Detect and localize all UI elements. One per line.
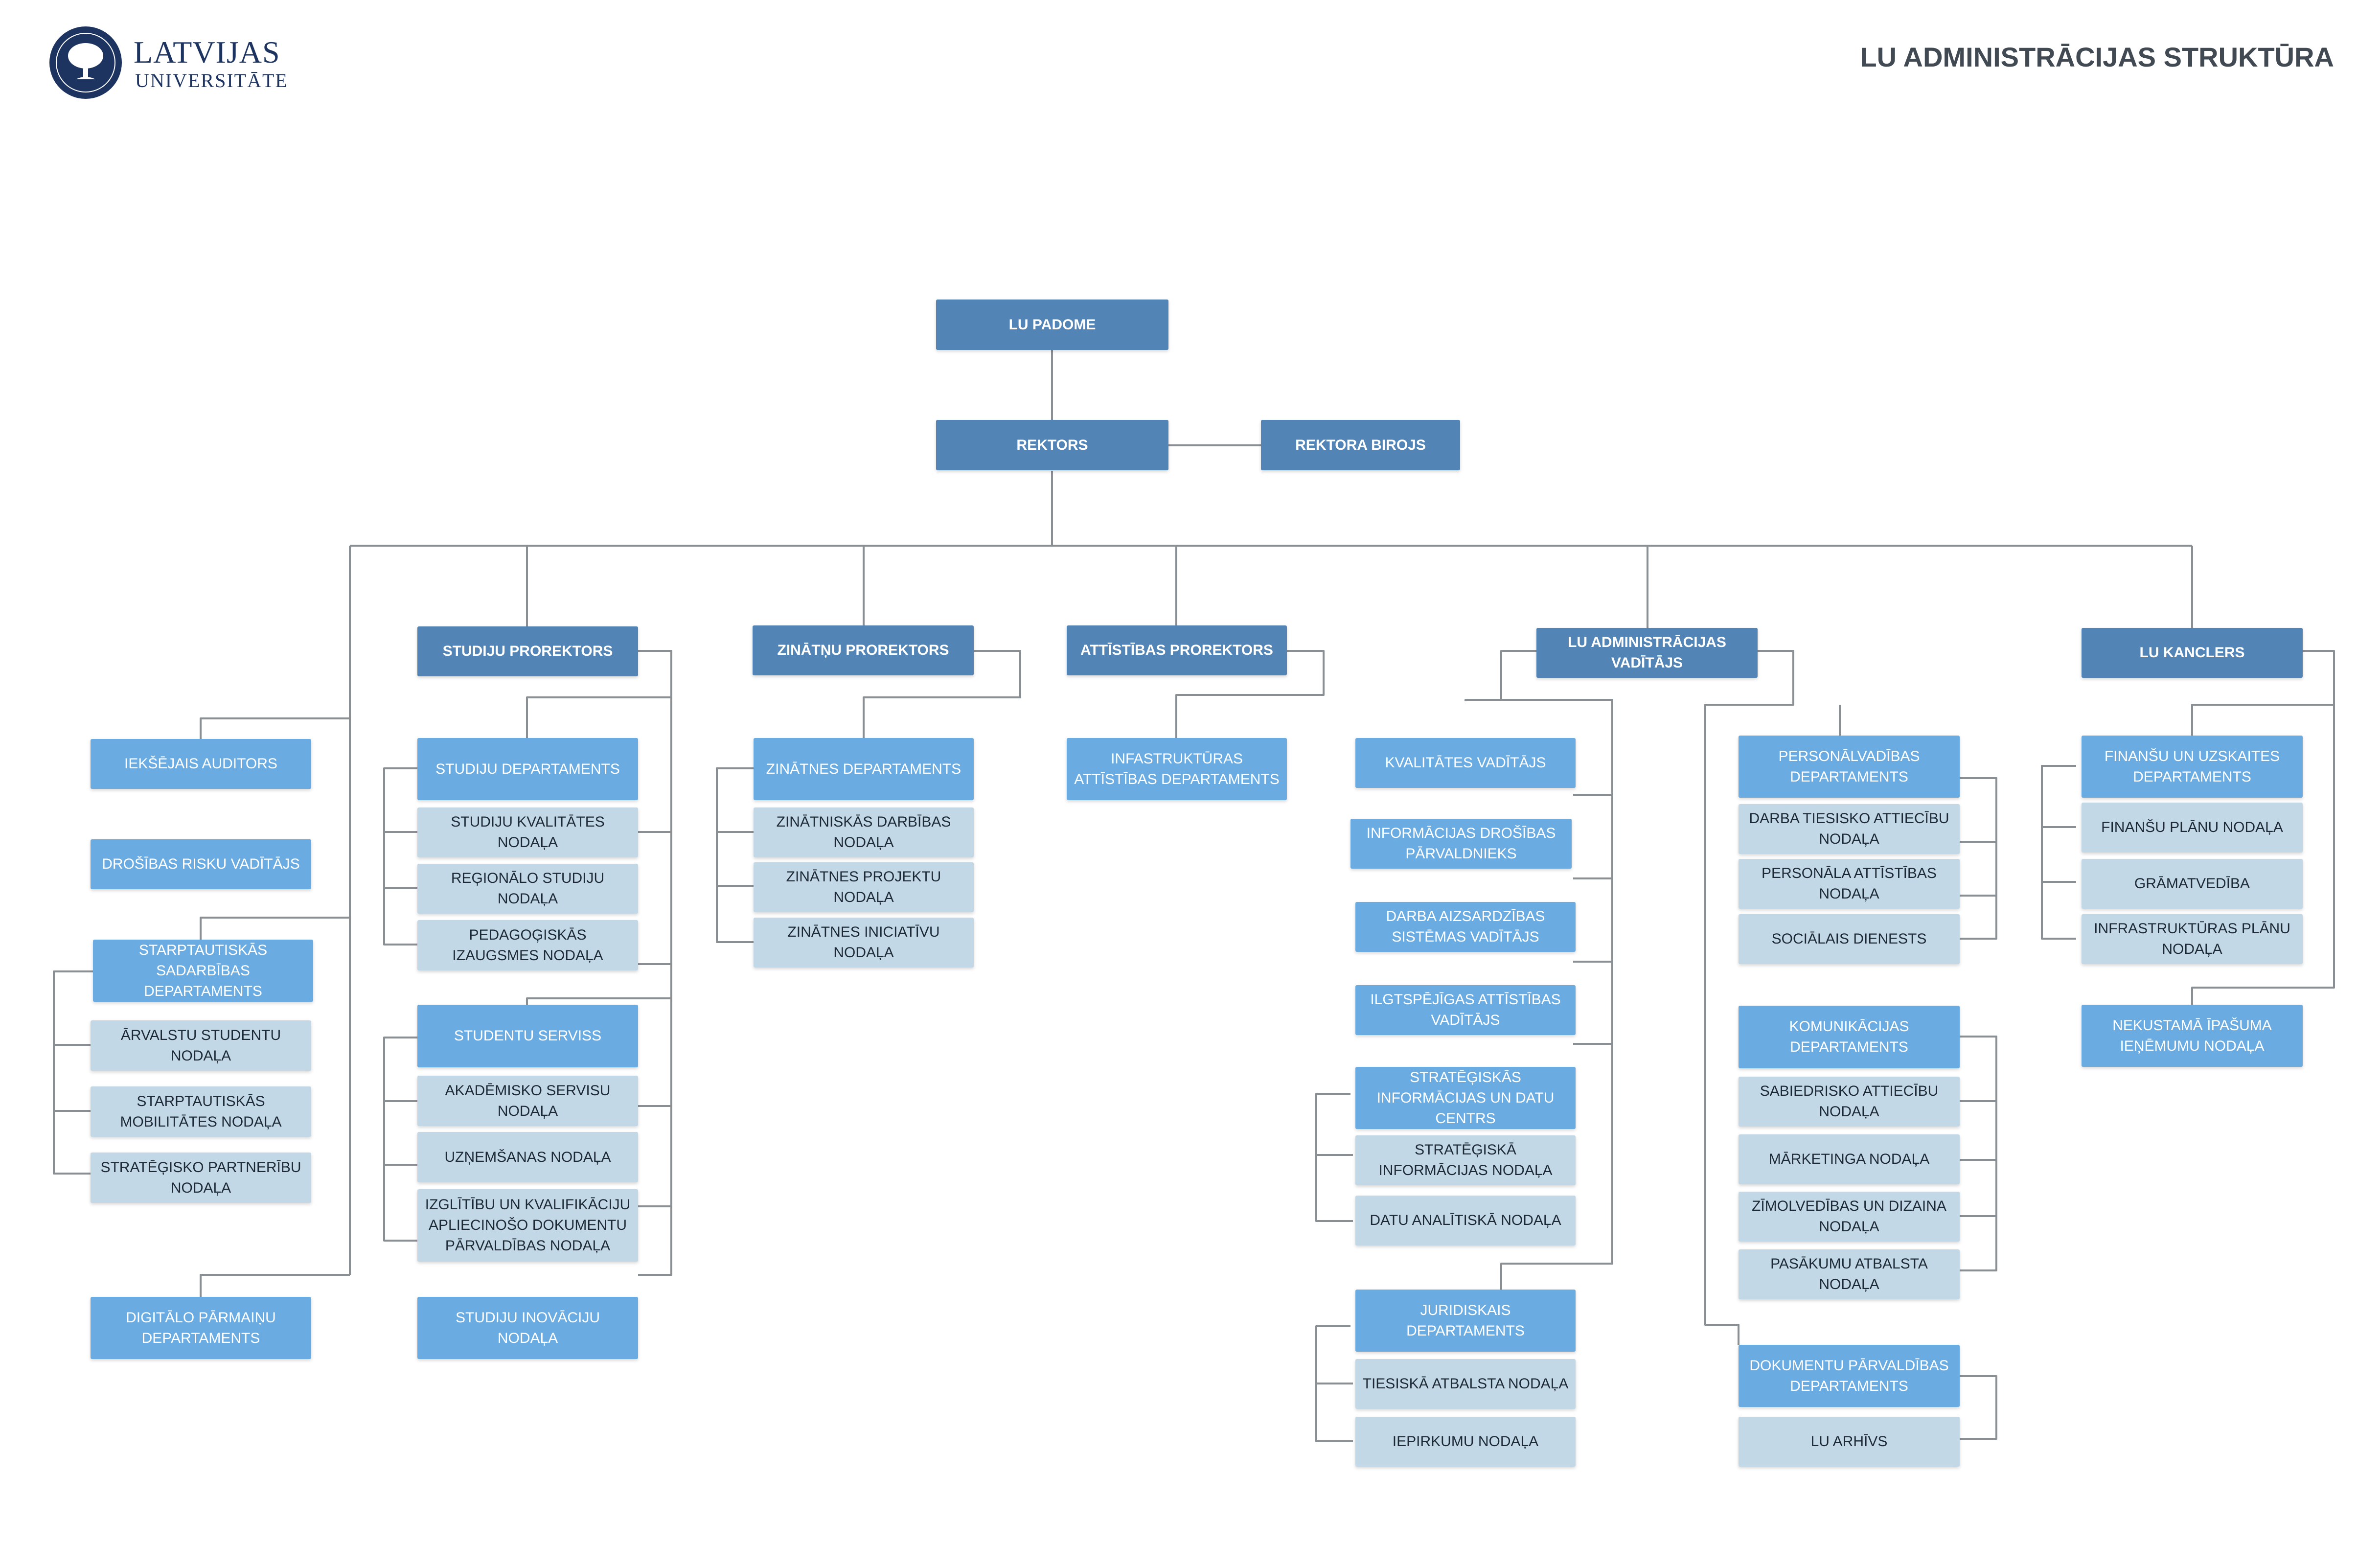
node-lu-kanclers: LU KANCLERS — [2082, 628, 2303, 678]
node-lu-arhivs: LU ARHĪVS — [1739, 1417, 1960, 1467]
node-administracijas-vaditajs: LU ADMINISTRĀCIJAS VADĪTĀJS — [1536, 628, 1758, 678]
node-pedagogiskas-izaugsmes-nodala: PEDAGOĢISKĀS IZAUGSMES NODAĻA — [417, 920, 638, 970]
page-title: LU ADMINISTRĀCIJAS STRUKTŪRA — [1860, 42, 2334, 72]
node-socialais-dienests: SOCIĀLAIS DIENESTS — [1739, 914, 1960, 964]
node-izglitibu-dokumentu-nodala: IZGLĪTĪBU UN KVALIFIKĀCIJU APLIECINOŠO D… — [417, 1189, 638, 1262]
node-infrastrukturas-attistibas-departaments: INFASTRUKTŪRAS ATTĪSTĪBAS DEPARTAMENTS — [1067, 738, 1287, 800]
node-studiju-prorektors: STUDIJU PROREKTORS — [417, 626, 638, 676]
node-juridiskais-departaments: JURIDISKAIS DEPARTAMENTS — [1355, 1290, 1576, 1352]
node-studentu-serviss: STUDENTU SERVISS — [417, 1005, 638, 1067]
node-zinatnu-prorektors: ZINĀTŅU PROREKTORS — [753, 625, 974, 675]
node-darba-tiesisko-attiecibu-nodala: DARBA TIESISKO ATTIECĪBU NODAĻA — [1739, 804, 1960, 854]
node-datu-analitiska-nodala: DATU ANALĪTISKĀ NODAĻA — [1355, 1196, 1576, 1245]
node-kvalitates-vaditajs: KVALITĀTES VADĪTĀJS — [1355, 738, 1576, 788]
node-arvalstu-studentu-nodala: ĀRVALSTU STUDENTU NODAĻA — [91, 1020, 311, 1071]
node-dokumentu-parvaldibas-departaments: DOKUMENTU PĀRVALDĪBAS DEPARTAMENTS — [1739, 1345, 1960, 1407]
node-ieksejais-auditors: IEKŠĒJAIS AUDITORS — [91, 739, 311, 789]
node-personalvadibas-departaments: PERSONĀLVADĪBAS DEPARTAMENTS — [1739, 736, 1960, 798]
node-nekustama-ipasuma-ienemumu-nodala: NEKUSTAMĀ ĪPAŠUMA IEŅĒMUMU NODAĻA — [2082, 1005, 2303, 1067]
node-finansu-uzskaites-departaments: FINANŠU UN UZSKAITES DEPARTAMENTS — [2082, 736, 2303, 798]
node-strategiskas-informacijas-centrs: STRATĒĢISKĀS INFORMĀCIJAS UN DATU CENTRS — [1355, 1067, 1576, 1129]
node-gramatvediba: GRĀMATVEDĪBA — [2082, 859, 2303, 909]
node-pasakumu-atbalsta-nodala: PASĀKUMU ATBALSTA NODAĻA — [1739, 1249, 1960, 1299]
node-zinatnes-iniciativu-nodala: ZINĀTNES INICIATĪVU NODAĻA — [754, 918, 974, 968]
node-strategiska-informacijas-nodala: STRATĒĢISKĀ INFORMĀCIJAS NODAĻA — [1355, 1135, 1576, 1185]
node-drosibas-risku-vaditajs: DROŠĪBAS RISKU VADĪTĀJS — [91, 839, 311, 889]
node-starptautiskas-mobilitates-nodala: STARPTAUTISKĀS MOBILITĀTES NODAĻA — [91, 1086, 311, 1137]
node-studiju-kvalitates-nodala: STUDIJU KVALITĀTES NODAĻA — [417, 807, 638, 857]
node-digitalo-parmainu-departaments: DIGITĀLO PĀRMAIŅU DEPARTAMENTS — [91, 1297, 311, 1359]
node-akademisko-servisu-nodala: AKADĒMISKO SERVISU NODAĻA — [417, 1076, 638, 1126]
node-ilgtspejigas-attistibas-vaditajs: ILGTSPĒJĪGAS ATTĪSTĪBAS VADĪTĀJS — [1355, 985, 1576, 1035]
lu-logo: LATVIJAS UNIVERSITĀTE — [48, 25, 287, 100]
node-komunikacijas-departaments: KOMUNIKĀCIJAS DEPARTAMENTS — [1739, 1006, 1960, 1068]
node-zinatniskas-darbibas-nodala: ZINĀTNISKĀS DARBĪBAS NODAĻA — [754, 807, 974, 857]
node-iepirkumu-nodala: IEPIRKUMU NODAĻA — [1355, 1417, 1576, 1467]
node-studiju-departaments: STUDIJU DEPARTAMENTS — [417, 738, 638, 800]
node-personala-attistibas-nodala: PERSONĀLA ATTĪSTĪBAS NODAĻA — [1739, 859, 1960, 909]
node-tiesiska-atbalsta-nodala: TIESISKĀ ATBALSTA NODAĻA — [1355, 1359, 1576, 1409]
node-finansu-planu-nodala: FINANŠU PLĀNU NODAĻA — [2082, 803, 2303, 853]
node-sabiedrisko-attiecibu-nodala: SABIEDRISKO ATTIECĪBU NODAĻA — [1739, 1077, 1960, 1127]
node-zinatnes-departaments: ZINĀTNES DEPARTAMENTS — [754, 738, 974, 800]
node-strategisko-partneribu-nodala: STRATĒĢISKO PARTNERĪBU NODAĻA — [91, 1153, 311, 1203]
node-lu-padome: LU PADOME — [936, 300, 1168, 350]
node-zinatnes-projektu-nodala: ZINĀTNES PROJEKTU NODAĻA — [754, 862, 974, 912]
logo-title: LATVIJAS — [134, 35, 280, 69]
node-starptautiskas-sadarbibas-departaments: STARPTAUTISKĀS SADARBĪBAS DEPARTAMENTS — [93, 940, 313, 1002]
node-attistibas-prorektors: ATTĪSTĪBAS PROREKTORS — [1067, 625, 1287, 675]
node-informacijas-drosibas-parvaldnieks: INFORMĀCIJAS DROŠĪBAS PĀRVALDNIEKS — [1350, 819, 1572, 869]
logo-subtitle: UNIVERSITĀTE — [135, 69, 288, 92]
node-infrastrukturas-planu-nodala: INFRASTRUKTŪRAS PLĀNU NODAĻA — [2082, 914, 2303, 964]
node-studiju-inovaciju-nodala: STUDIJU INOVĀCIJU NODAĻA — [417, 1297, 638, 1359]
node-zimolvedibas-dizaina-nodala: ZĪMOLVEDĪBAS UN DIZAINA NODAĻA — [1739, 1192, 1960, 1242]
node-darba-aizsardzibas-vaditajs: DARBA AIZSARDZĪBAS SISTĒMAS VADĪTĀJS — [1355, 902, 1576, 952]
university-seal-icon — [49, 26, 122, 99]
node-rektors: REKTORS — [936, 420, 1168, 470]
node-marketinga-nodala: MĀRKETINGA NODAĻA — [1739, 1134, 1960, 1184]
node-regionalo-studiju-nodala: REĢIONĀLO STUDIJU NODAĻA — [417, 864, 638, 914]
node-rektora-birojs: REKTORA BIROJS — [1261, 420, 1460, 470]
node-uznemsanas-nodala: UZŅEMŠANAS NODAĻA — [417, 1132, 638, 1182]
